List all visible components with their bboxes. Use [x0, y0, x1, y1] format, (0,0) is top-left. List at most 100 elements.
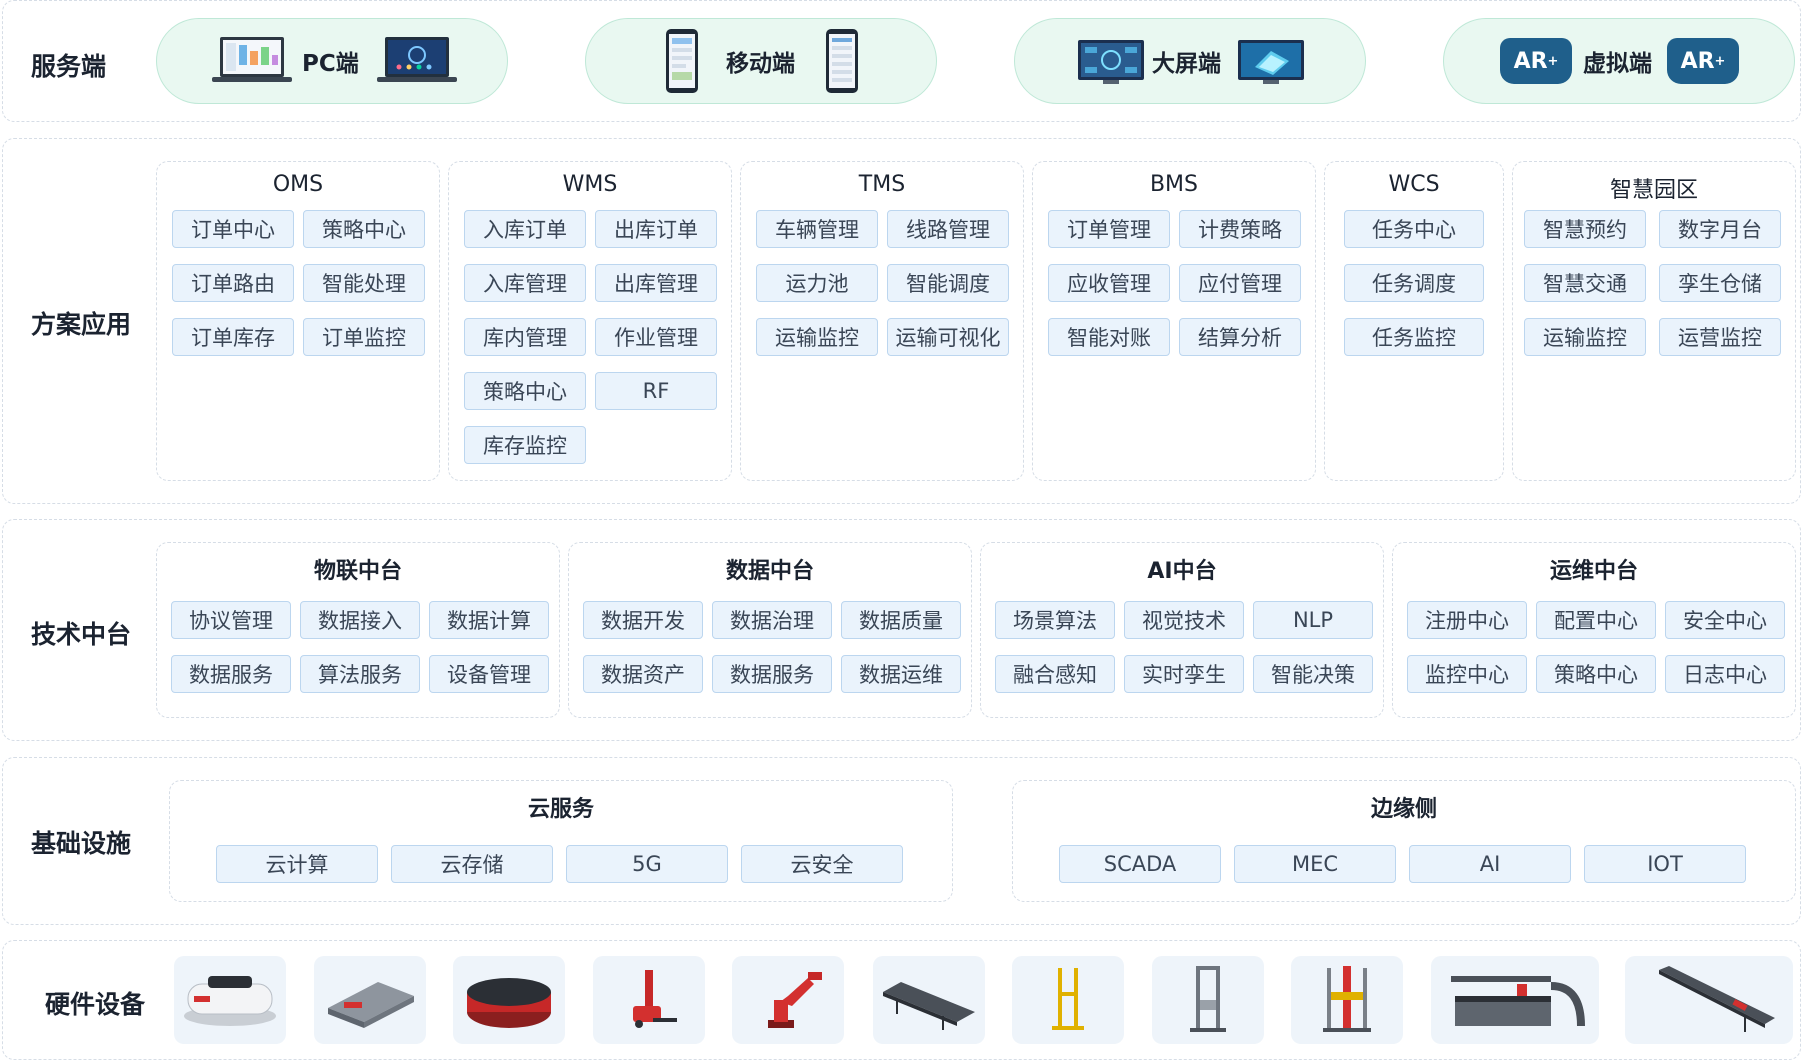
chip[interactable]: 数字月台: [1659, 210, 1781, 248]
tech-layer: 技术中台 物联中台 协议管理 数据接入 数据计算 数据服务 算法服务 设备管理 …: [2, 519, 1801, 741]
vertical-lift-icon: [1052, 968, 1084, 1030]
chip[interactable]: MEC: [1234, 845, 1396, 883]
chip[interactable]: 订单管理: [1048, 210, 1170, 248]
chip[interactable]: 云计算: [216, 845, 378, 883]
chip[interactable]: 数据资产: [583, 655, 703, 693]
chip[interactable]: 数据接入: [300, 601, 420, 639]
chip[interactable]: 策略中心: [464, 372, 586, 410]
chip[interactable]: 订单库存: [172, 318, 294, 356]
hardware-tile[interactable]: [732, 956, 844, 1044]
chip[interactable]: 场景算法: [995, 601, 1115, 639]
chip[interactable]: 智慧预约: [1524, 210, 1646, 248]
layer-title-solution: 方案应用: [31, 310, 132, 339]
chip[interactable]: 任务中心: [1344, 210, 1484, 248]
monitor-icon: [1078, 40, 1144, 84]
chip[interactable]: 实时孪生: [1124, 655, 1244, 693]
chip[interactable]: 设备管理: [429, 655, 549, 693]
chip[interactable]: 结算分析: [1179, 318, 1301, 356]
hardware-tile[interactable]: [873, 956, 985, 1044]
chip[interactable]: 出库管理: [595, 264, 717, 302]
chip[interactable]: 智能对账: [1048, 318, 1170, 356]
chip[interactable]: 视觉技术: [1124, 601, 1244, 639]
chip[interactable]: 数据开发: [583, 601, 703, 639]
ar-pill[interactable]: AR+ 虚拟端 AR+: [1443, 18, 1795, 104]
chip[interactable]: NLP: [1253, 601, 1373, 639]
chip[interactable]: 订单路由: [172, 264, 294, 302]
bigscreen-pill[interactable]: 大屏端: [1014, 18, 1366, 104]
solution-group-wms: WMS 入库订单 出库订单 入库管理 出库管理 库内管理 作业管理 策略中心 R…: [448, 161, 732, 481]
chip[interactable]: 孪生仓储: [1659, 264, 1781, 302]
hardware-tile[interactable]: [1152, 956, 1264, 1044]
pill-label-bigscreen: 大屏端: [1152, 51, 1221, 77]
chip[interactable]: 智能决策: [1253, 655, 1373, 693]
tech-group-ai: AI中台 场景算法 视觉技术 NLP 融合感知 实时孪生 智能决策: [980, 542, 1384, 718]
chip[interactable]: 安全中心: [1665, 601, 1785, 639]
chip[interactable]: 云安全: [741, 845, 903, 883]
chip[interactable]: 数据运维: [841, 655, 961, 693]
chip[interactable]: 应付管理: [1179, 264, 1301, 302]
chip[interactable]: 注册中心: [1407, 601, 1527, 639]
chip[interactable]: 作业管理: [595, 318, 717, 356]
chip[interactable]: 出库订单: [595, 210, 717, 248]
mobile-pill[interactable]: 移动端: [585, 18, 937, 104]
hardware-tile[interactable]: [314, 956, 426, 1044]
chip[interactable]: 融合感知: [995, 655, 1115, 693]
chip[interactable]: 算法服务: [300, 655, 420, 693]
chip[interactable]: 订单监控: [303, 318, 425, 356]
chip[interactable]: 智慧交通: [1524, 264, 1646, 302]
chip[interactable]: 车辆管理: [756, 210, 878, 248]
chip[interactable]: 数据服务: [712, 655, 832, 693]
chip[interactable]: 数据治理: [712, 601, 832, 639]
group-title: 物联中台: [313, 559, 402, 584]
chip[interactable]: 智能处理: [303, 264, 425, 302]
chip[interactable]: IOT: [1584, 845, 1746, 883]
hardware-tile[interactable]: [1012, 956, 1124, 1044]
chip[interactable]: 任务调度: [1344, 264, 1484, 302]
agv-robot-icon: [184, 976, 276, 1026]
chip[interactable]: SCADA: [1059, 845, 1221, 883]
chip[interactable]: 数据计算: [429, 601, 549, 639]
chip[interactable]: 协议管理: [171, 601, 291, 639]
hardware-tile[interactable]: [174, 956, 286, 1044]
chip[interactable]: 任务监控: [1344, 318, 1484, 356]
chip[interactable]: 库存监控: [464, 426, 586, 464]
chip[interactable]: 监控中心: [1407, 655, 1527, 693]
chip[interactable]: 订单中心: [172, 210, 294, 248]
chip[interactable]: 云存储: [391, 845, 553, 883]
chip[interactable]: 运输监控: [1524, 318, 1646, 356]
hardware-tile[interactable]: [453, 956, 565, 1044]
pallet-shuttle-icon: [328, 982, 414, 1028]
chip[interactable]: 日志中心: [1665, 655, 1785, 693]
phone-icon: [666, 29, 698, 93]
chip[interactable]: 入库管理: [464, 264, 586, 302]
stacker-crane-icon: [1190, 966, 1226, 1032]
hardware-tile[interactable]: [593, 956, 705, 1044]
chip[interactable]: 配置中心: [1536, 601, 1656, 639]
chip[interactable]: 运输监控: [756, 318, 878, 356]
chip[interactable]: RF: [595, 372, 717, 410]
chip[interactable]: 5G: [566, 845, 728, 883]
monitor-3d-icon: [1238, 40, 1304, 84]
chip[interactable]: 运输可视化: [887, 318, 1009, 356]
chip[interactable]: 运力池: [756, 264, 878, 302]
pc-pill[interactable]: PC端: [156, 18, 508, 104]
hardware-tile[interactable]: [1291, 956, 1403, 1044]
chip[interactable]: 数据质量: [841, 601, 961, 639]
hardware-tile[interactable]: [1625, 956, 1793, 1044]
chip[interactable]: 库内管理: [464, 318, 586, 356]
group-title: 云服务: [527, 797, 594, 822]
chip[interactable]: 线路管理: [887, 210, 1009, 248]
tech-group-ops: 运维中台 注册中心 配置中心 安全中心 监控中心 策略中心 日志中心: [1392, 542, 1796, 718]
chip[interactable]: 策略中心: [1536, 655, 1656, 693]
chip[interactable]: AI: [1409, 845, 1571, 883]
chip[interactable]: 运营监控: [1659, 318, 1781, 356]
chip[interactable]: 计费策略: [1179, 210, 1301, 248]
chip[interactable]: 策略中心: [303, 210, 425, 248]
pill-label-mobile: 移动端: [726, 51, 795, 77]
layer-title-service: 服务端: [31, 52, 107, 81]
hardware-tile[interactable]: [1431, 956, 1599, 1044]
chip[interactable]: 数据服务: [171, 655, 291, 693]
chip[interactable]: 入库订单: [464, 210, 586, 248]
chip[interactable]: 智能调度: [887, 264, 1009, 302]
chip[interactable]: 应收管理: [1048, 264, 1170, 302]
